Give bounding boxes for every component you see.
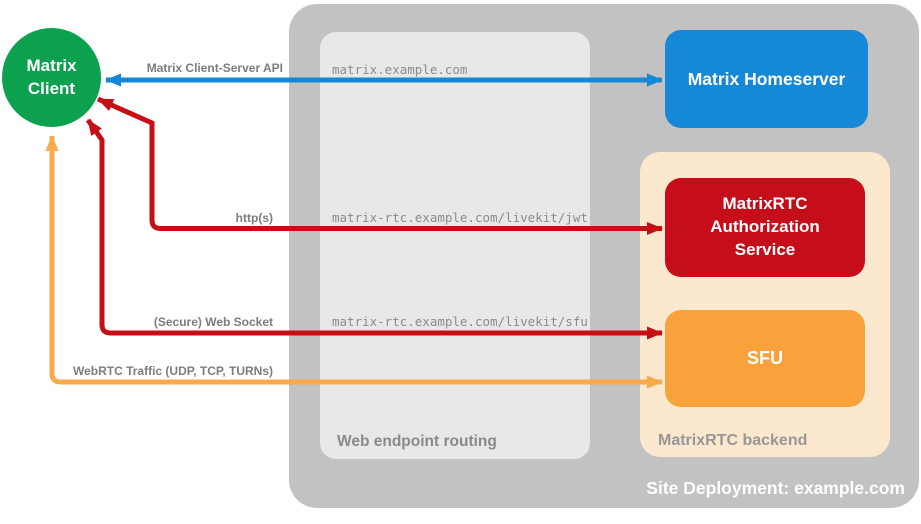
web-endpoint-routing-label: Web endpoint routing (337, 433, 497, 450)
matrix-client-node: Matrix Client (2, 28, 101, 127)
matrixrtc-backend-label: MatrixRTC backend (658, 432, 808, 449)
web-endpoint-routing-container: Web endpoint routing (320, 32, 590, 459)
matrixrtc-auth-service-label: MatrixRTC Authorization Service (710, 194, 820, 259)
endpoint-sfu-label: matrix-rtc.example.com/livekit/sfu (332, 314, 588, 329)
matrix-homeserver-node: Matrix Homeserver (665, 30, 868, 128)
sfu-node: SFU (665, 310, 865, 407)
api-arrow-label: Matrix Client-Server API (146, 61, 283, 75)
site-deployment-label: Site Deployment: example.com (646, 478, 905, 498)
endpoint-jwt-label: matrix-rtc.example.com/livekit/jwt (332, 210, 588, 225)
matrix-client-label: Matrix Client (26, 56, 77, 98)
websocket-arrow-label: (Secure) Web Socket (153, 315, 273, 329)
webrtc-arrow-label: WebRTC Traffic (UDP, TCP, TURNs) (72, 364, 273, 378)
matrix-homeserver-label: Matrix Homeserver (687, 68, 846, 89)
endpoint-homeserver-label: matrix.example.com (332, 62, 468, 77)
matrixrtc-auth-service-node: MatrixRTC Authorization Service (665, 178, 865, 277)
http-arrow-label: http(s) (235, 211, 273, 225)
sfu-label: SFU (747, 348, 783, 368)
